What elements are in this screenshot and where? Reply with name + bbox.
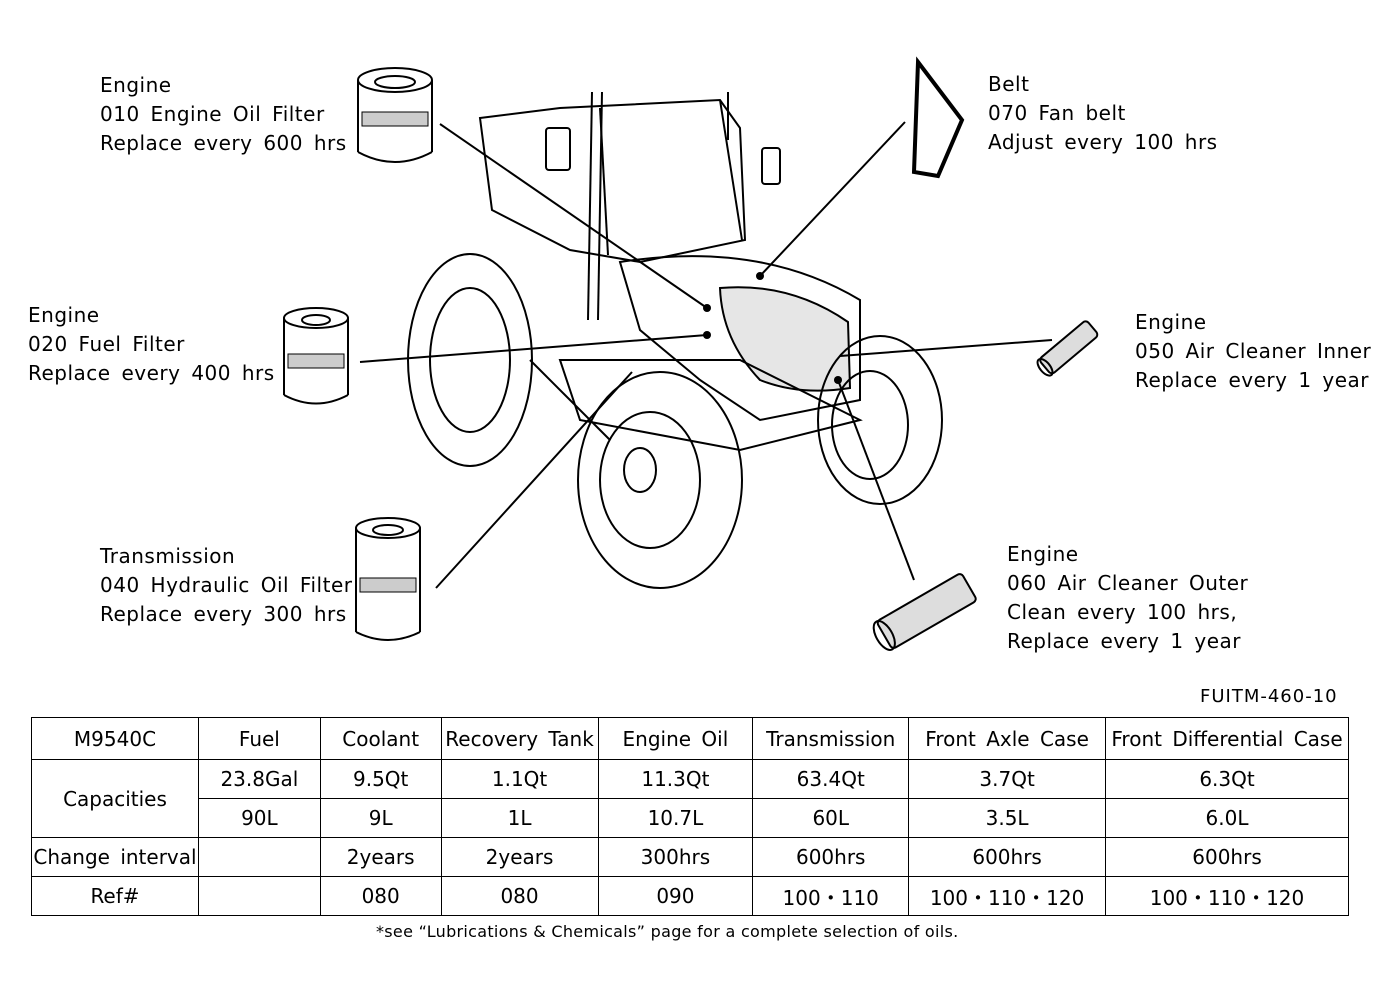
- table-cell: 080: [319, 876, 442, 916]
- callout-system: Transmission: [100, 544, 236, 568]
- air-cleaner-inner-icon: [1036, 320, 1099, 377]
- table-cell: [197, 876, 321, 916]
- callout-service: Replace every 600 hrs: [100, 131, 347, 155]
- table-row: Ref# 080 080 090 100・110 100・110・120 100…: [31, 876, 1349, 916]
- table-cell: 2years: [319, 837, 442, 877]
- leader-lines: [359, 121, 1053, 589]
- table-cell: 100・110: [752, 876, 910, 916]
- hydraulic-filter-icon: [355, 517, 421, 641]
- callout-service-2: Replace every 1 year: [1007, 629, 1242, 653]
- column-header: Fuel: [197, 717, 321, 760]
- table-cell: 600hrs: [908, 837, 1107, 877]
- table-cell: 23.8Gal: [197, 759, 321, 799]
- table-cell: 9L: [319, 798, 442, 838]
- oil-filter-icon: [357, 67, 433, 163]
- row-label: Capacities: [31, 759, 199, 838]
- table-row: 90L 9L 1L 10.7L 60L 3.5L 6.0L: [32, 798, 1349, 838]
- table-cell: 9.5Qt: [319, 759, 442, 799]
- capacities-table: M9540C Fuel Coolant Recovery Tank Engine…: [31, 717, 1349, 916]
- table-cell: 3.5L: [908, 798, 1107, 838]
- column-header: Front Differential Case: [1105, 717, 1349, 760]
- fuel-filter-icon: [283, 307, 349, 405]
- table-row: Change interval 2years 2years 300hrs 600…: [31, 837, 1349, 877]
- column-header: Recovery Tank: [440, 717, 599, 760]
- table-cell: 090: [597, 876, 754, 916]
- callout-fan-belt: Belt 070 Fan belt Adjust every 100 hrs: [988, 70, 1218, 157]
- footnote: *see “Lubrications & Chemicals” page for…: [376, 922, 959, 941]
- table-cell: 6.3Qt: [1105, 759, 1349, 799]
- callout-fuel-filter: Engine 020 Fuel Filter Replace every 400…: [28, 301, 275, 388]
- table-cell: 3.7Qt: [908, 759, 1107, 799]
- column-header: Coolant: [319, 717, 442, 760]
- row-label: Ref#: [31, 876, 199, 916]
- fan-belt-icon: [911, 56, 965, 179]
- callout-service: Clean every 100 hrs,: [1007, 600, 1238, 624]
- table-cell: 100・110・120: [908, 876, 1107, 916]
- tractor-illustration: [407, 91, 943, 589]
- table-cell: 080: [440, 876, 599, 916]
- callout-service: Adjust every 100 hrs: [988, 130, 1218, 154]
- table-cell: 11.3Qt: [597, 759, 754, 799]
- model-cell: M9540C: [31, 717, 199, 760]
- row-label: Change interval: [31, 837, 199, 877]
- callout-system: Engine: [100, 73, 172, 97]
- document-code: FUITM-460-10: [1200, 686, 1338, 707]
- table-cell: 600hrs: [1105, 837, 1349, 877]
- table-cell: 60L: [752, 798, 910, 838]
- callout-air-cleaner-outer: Engine 060 Air Cleaner Outer Clean every…: [1007, 540, 1248, 656]
- callout-system: Belt: [988, 72, 1030, 96]
- air-cleaner-outer-icon: [872, 573, 977, 651]
- table-cell: 6.0L: [1105, 798, 1349, 838]
- table-cell: 600hrs: [752, 837, 910, 877]
- table-header-row: M9540C Fuel Coolant Recovery Tank Engine…: [31, 717, 1349, 760]
- callout-part: 070 Fan belt: [988, 101, 1126, 125]
- callout-part: 050 Air Cleaner Inner: [1135, 339, 1372, 363]
- callout-hydraulic-filter: Transmission 040 Hydraulic Oil Filter Re…: [100, 542, 352, 629]
- table-cell: 10.7L: [597, 798, 754, 838]
- callout-service: Replace every 1 year: [1135, 368, 1370, 392]
- callout-system: Engine: [1007, 542, 1079, 566]
- callout-part: 010 Engine Oil Filter: [100, 102, 325, 126]
- table-cell: 300hrs: [597, 837, 754, 877]
- callout-air-cleaner-inner: Engine 050 Air Cleaner Inner Replace eve…: [1135, 308, 1371, 395]
- callout-part: 060 Air Cleaner Outer: [1007, 571, 1249, 595]
- tractor-diagram: [283, 56, 1099, 651]
- table-cell: 2years: [440, 837, 599, 877]
- callout-service: Replace every 300 hrs: [100, 602, 347, 626]
- table-cell: 63.4Qt: [752, 759, 910, 799]
- table-row: Capacities 23.8Gal 9.5Qt 1.1Qt 11.3Qt 63…: [31, 759, 1349, 838]
- table-cell: 1L: [440, 798, 599, 838]
- callout-oil-filter: Engine 010 Engine Oil Filter Replace eve…: [100, 71, 347, 158]
- table-cell: [197, 837, 321, 877]
- column-header: Transmission: [752, 717, 910, 760]
- column-header: Engine Oil: [597, 717, 754, 760]
- table-cell: 1.1Qt: [440, 759, 599, 799]
- callout-part: 020 Fuel Filter: [28, 332, 185, 356]
- callout-service: Replace every 400 hrs: [28, 361, 275, 385]
- callout-system: Engine: [28, 303, 100, 327]
- column-header: Front Axle Case: [908, 717, 1107, 760]
- callout-part: 040 Hydraulic Oil Filter: [100, 573, 353, 597]
- callout-system: Engine: [1135, 310, 1207, 334]
- table-cell: 90L: [197, 798, 321, 838]
- table-cell: 100・110・120: [1105, 876, 1349, 916]
